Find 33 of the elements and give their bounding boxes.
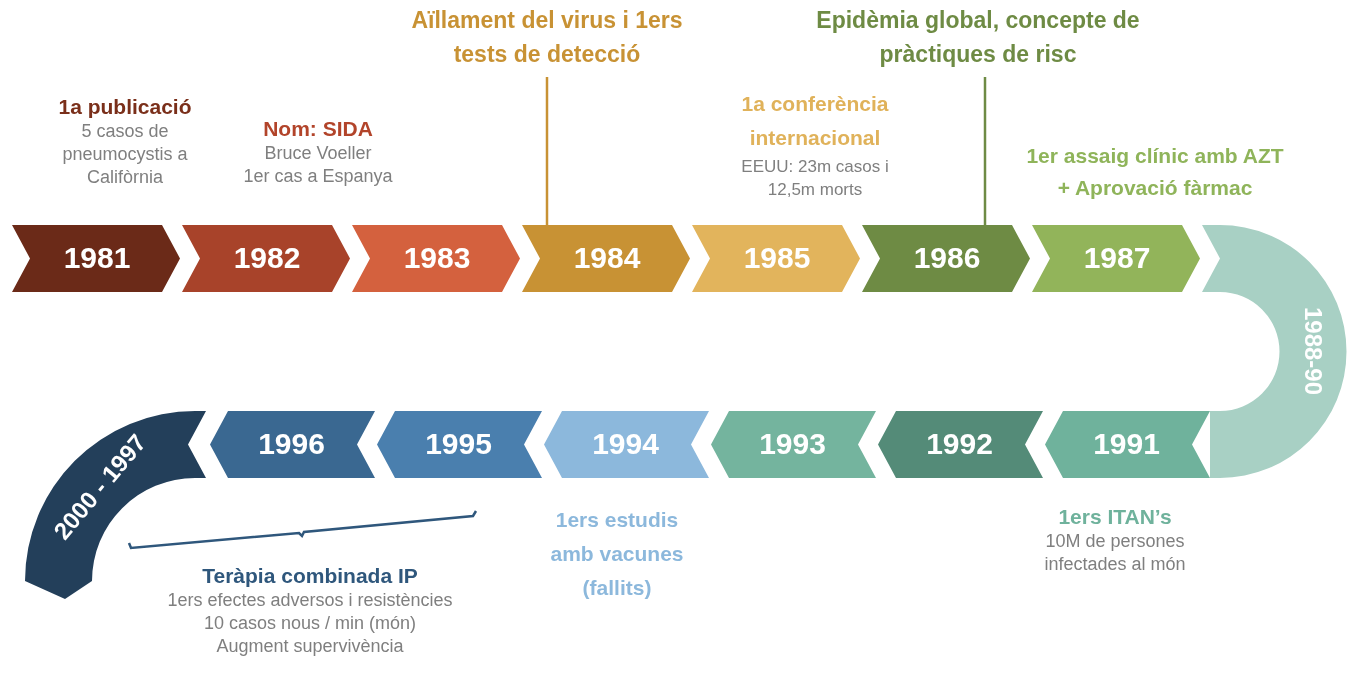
leader-line: [982, 77, 988, 225]
event-description: 1er cas a Espanya: [243, 165, 393, 188]
year-label: 1993: [759, 427, 826, 461]
year-label: 1985: [743, 241, 811, 275]
year-label: 1982: [233, 241, 301, 275]
year-label: 1996: [258, 427, 325, 461]
event-title: 1ers estudis amb vacunes (fallits): [549, 507, 685, 601]
year-label: 1983: [403, 241, 471, 275]
year-label: 1988-90: [1299, 306, 1328, 396]
year-label: 1994: [592, 427, 659, 461]
event-title: 1a conferència internacional: [740, 91, 890, 151]
year-label: 1991: [1093, 427, 1160, 461]
year-label: 1992: [926, 427, 993, 461]
leader-line: [544, 77, 550, 225]
event-description: Augment supervivència: [216, 635, 404, 658]
event-description: 1ers efectes adversos i resistències: [167, 589, 453, 612]
event-title: Epidèmia global, concepte de pràctiques de risc: [815, 6, 1141, 69]
year-label: 1987: [1083, 241, 1151, 275]
event-description: 5 casos de pneumocystis a Califòrnia: [61, 120, 189, 189]
year-label: 1981: [63, 241, 131, 275]
year-label: 1986: [913, 241, 981, 275]
event-description: EEUU: 23m casos i 12,5m morts: [740, 156, 890, 201]
event-title: 1a publicació: [58, 94, 192, 120]
event-description: 10 casos nous / min (món): [203, 612, 417, 635]
event-description: Bruce Voeller: [264, 142, 372, 165]
event-title: 1ers ITAN’s: [1058, 504, 1172, 530]
year-label: 1984: [573, 241, 641, 275]
event-title: Nom: SIDA: [263, 116, 373, 142]
event-title: 1er assaig clínic amb AZT + Aprovació fàrmac: [1025, 143, 1285, 201]
event-title: Aïllament del virus i 1ers tests de detecció: [410, 6, 684, 69]
year-label: 1995: [425, 427, 492, 461]
event-description: 10M de persones infectades al món: [1043, 530, 1187, 576]
event-title: Teràpia combinada IP: [202, 563, 418, 589]
